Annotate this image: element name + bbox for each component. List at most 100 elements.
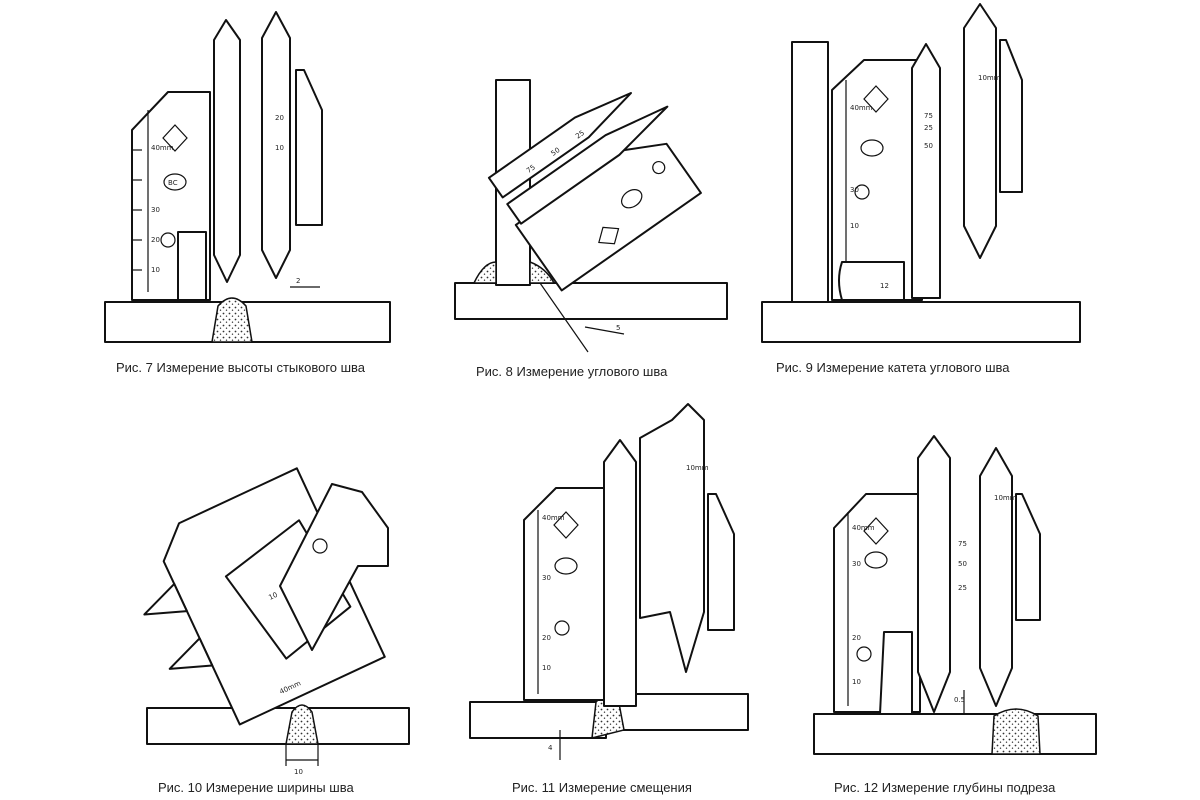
figure-7: 10 20 30 40mm ВС 20 10 2 Рис. 7 Измерени… xyxy=(104,11,391,375)
pivot-screw-icon xyxy=(554,620,570,636)
dimension-label: 2 xyxy=(296,277,300,285)
gauge-left-scale: 10 20 30 40mm xyxy=(132,110,174,292)
weld-bead xyxy=(529,260,556,284)
tick-label: 20 xyxy=(542,634,551,642)
measuring-pointer xyxy=(979,447,1013,707)
pivot-screw-icon xyxy=(312,538,328,554)
gauge-notch xyxy=(838,261,905,301)
dimension-label: 4 xyxy=(548,744,553,752)
diamond-logo-icon xyxy=(863,517,889,545)
gauge-left-scale: 10 20 30 40mm xyxy=(847,512,875,706)
pivot-screw-icon xyxy=(652,160,666,175)
gauge-notch xyxy=(177,231,207,301)
dimension-line xyxy=(539,282,589,353)
tick-label: 10mm xyxy=(978,74,1001,82)
tick-label: 40mm xyxy=(151,144,174,152)
tick-label: 40mm xyxy=(852,524,875,532)
tick-label: 40mm xyxy=(850,104,873,112)
pointer-clamp xyxy=(999,39,1023,193)
base-plate xyxy=(146,707,410,745)
pointer-clamp xyxy=(1015,493,1041,621)
dimension-label: 10 xyxy=(294,768,303,776)
gauge-body xyxy=(523,487,605,701)
vertical-plate xyxy=(791,41,829,303)
tick-label: 50 xyxy=(924,142,933,150)
figure-8: 75 50 25 5 Рис. 8 Измерение углового шва xyxy=(454,79,728,379)
gauge-body xyxy=(831,59,923,301)
diamond-logo-icon xyxy=(863,85,889,113)
figure-11: 10 20 30 40mm 25 50 75 10mm 4 Рис. 11 Из… xyxy=(469,403,749,795)
pointer-clamp xyxy=(295,69,323,226)
dimension-label: 12 xyxy=(880,282,889,290)
gauge-notch xyxy=(879,631,913,715)
tick-label: 30 xyxy=(852,560,861,568)
tick-label: 50 xyxy=(550,146,562,158)
tick-label: 75 xyxy=(525,163,537,175)
gauge-left-scale: 10 20 30 40mm xyxy=(537,510,565,694)
tick-label: 10 xyxy=(275,144,284,152)
sliding-pointer xyxy=(213,19,241,283)
diamond-logo-icon xyxy=(553,511,579,539)
figure-caption: Рис. 7 Измерение высоты стыкового шва xyxy=(116,360,366,375)
tick-label: 30 xyxy=(151,206,160,214)
tick-label: 10 xyxy=(850,222,859,230)
pivot-screw-icon xyxy=(856,646,872,662)
dimension-label: 0.5 xyxy=(954,696,965,704)
weld-bead xyxy=(991,708,1041,755)
figure-caption: Рис. 9 Измерение катета углового шва xyxy=(776,360,1010,375)
tick-label: 75 xyxy=(924,112,933,120)
measuring-pointer xyxy=(963,3,997,259)
tick-label: 30 xyxy=(850,186,859,194)
tick-label: 20 xyxy=(852,634,861,642)
measuring-pointer xyxy=(639,403,705,673)
dimension-line xyxy=(584,326,625,335)
figure-caption: Рис. 11 Измерение смещения xyxy=(512,780,692,795)
gauge-mid-scale: 25 50 75 xyxy=(924,112,933,150)
brand-badge xyxy=(554,557,578,575)
sliding-pointer xyxy=(487,92,632,199)
sliding-pointer xyxy=(143,582,188,616)
brand-badge xyxy=(864,551,888,569)
tick-label: 10 xyxy=(151,266,160,274)
measuring-pointer xyxy=(506,105,669,225)
gauge-body xyxy=(514,142,702,292)
base-plate xyxy=(469,701,607,739)
tick-label: 10 xyxy=(542,664,551,672)
tick-label: 10 xyxy=(852,678,861,686)
dimension-label: 5 xyxy=(616,324,620,332)
sliding-pointer xyxy=(911,43,941,299)
tick-label: 10mm xyxy=(686,464,709,472)
diamond-logo-icon xyxy=(598,226,620,245)
tilted-gauge: 75 50 25 xyxy=(487,92,702,292)
pivot-screw-icon xyxy=(854,184,870,200)
base-plate xyxy=(813,713,1097,755)
figure-caption: Рис. 12 Измерение глубины подреза xyxy=(834,780,1056,795)
gauge-left-scale: 10 30 40mm xyxy=(845,80,873,292)
tick-label: 20 xyxy=(151,236,160,244)
measuring-pointer xyxy=(168,637,214,670)
brand-badge xyxy=(163,173,187,191)
figure-10: 10 20 40mm 10 Рис. 10 Измерение ширины ш… xyxy=(143,467,410,795)
sliding-pointer xyxy=(917,435,951,713)
figure-caption: Рис. 10 Измерение ширины шва xyxy=(158,780,354,795)
base-plate xyxy=(454,282,728,320)
brand-badge xyxy=(620,189,643,209)
figure-12: 10 20 30 40mm 25 50 75 10mm 0.5 Рис. 12 … xyxy=(813,435,1097,795)
tick-label: 75 xyxy=(958,540,967,548)
tick-label: 50 xyxy=(958,560,967,568)
tick-label: 30 xyxy=(542,574,551,582)
diamond-logo-icon xyxy=(162,124,188,152)
brand-badge xyxy=(860,139,884,157)
weld-bead xyxy=(211,297,253,343)
tick-label: 20 xyxy=(275,114,284,122)
pointer-clamp xyxy=(707,493,735,631)
pivot-screw-icon xyxy=(160,232,176,248)
tick-label: 10mm xyxy=(994,494,1017,502)
figure-caption: Рис. 8 Измерение углового шва xyxy=(476,364,668,379)
weld-bead xyxy=(285,704,319,745)
top-bracket xyxy=(279,483,389,651)
base-plate xyxy=(761,301,1081,343)
sliding-pointer xyxy=(603,439,637,707)
brand-text: ВС xyxy=(168,179,178,187)
